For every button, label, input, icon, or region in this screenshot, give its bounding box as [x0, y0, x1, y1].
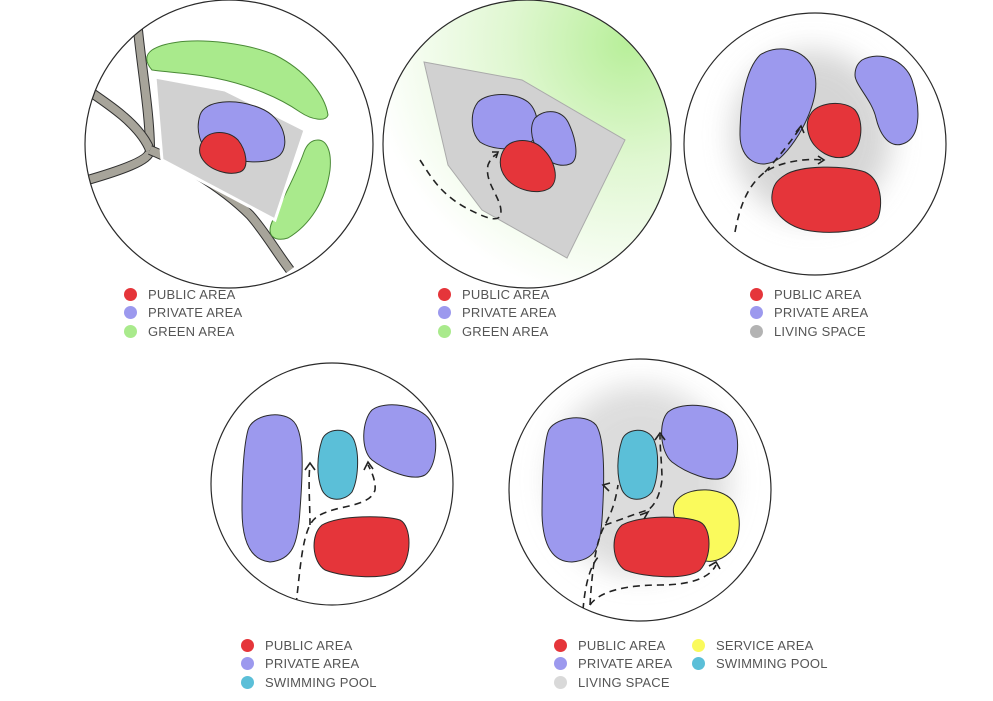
legend-label: LIVING SPACE: [578, 674, 670, 690]
legend-swatch: [241, 638, 254, 652]
legend-label: PUBLIC AREA: [462, 286, 550, 302]
legend-swatch: [438, 306, 451, 320]
circulation-path: [295, 464, 376, 605]
legend-swatch: [554, 675, 567, 689]
circulation-arrow: [363, 460, 374, 471]
legend-label: PUBLIC AREA: [265, 637, 353, 653]
legend-item: GREEN AREA: [438, 322, 556, 341]
circulation-arrow: [817, 155, 826, 165]
legend-swatch: [692, 638, 705, 652]
legend-swatch: [750, 287, 763, 301]
legend-label: PRIVATE AREA: [578, 656, 673, 672]
diagram-2-circulation: [382, 0, 672, 289]
legend-item: SERVICE AREA: [692, 636, 828, 655]
diagram-5-full-program: [508, 358, 772, 622]
circulation-arrow: [654, 431, 666, 441]
legend-label: LIVING SPACE: [774, 323, 866, 339]
legend-item: PUBLIC AREA: [241, 636, 377, 655]
legend-item: LIVING SPACE: [750, 322, 868, 341]
road-network: [85, 25, 295, 273]
public-area: [499, 140, 556, 193]
public-area-small: [806, 103, 862, 158]
circulation-arrow: [492, 151, 500, 159]
legend-swatch: [554, 638, 567, 652]
public-area: [613, 516, 710, 578]
public-area-large: [771, 166, 882, 233]
legend-diagram-5: PUBLIC AREA PRIVATE AREA LIVING SPACE: [554, 636, 672, 692]
swimming-pool: [617, 429, 659, 500]
legend-item: PRIVATE AREA: [241, 655, 377, 674]
private-area-left: [739, 48, 817, 165]
legend-swatch: [124, 287, 137, 301]
legend-item: SWIMMING POOL: [692, 655, 828, 674]
legend-swatch: [124, 324, 137, 338]
legend-swatch: [438, 324, 451, 338]
legend-swatch: [438, 287, 451, 301]
legend-swatch: [750, 324, 763, 338]
legend-item: PUBLIC AREA: [750, 285, 868, 304]
diagram-4-pool: [210, 362, 454, 606]
circulation-arrow: [304, 461, 316, 471]
legend-diagram-5-extra: SERVICE AREA SWIMMING POOL: [692, 636, 828, 673]
circulation-path: [589, 434, 717, 606]
legend-item: LIVING SPACE: [554, 673, 672, 692]
legend-item: GREEN AREA: [124, 322, 242, 341]
legend-swatch: [241, 657, 254, 671]
circulation-arrow: [601, 482, 611, 492]
legend-diagram-3: PUBLIC AREA PRIVATE AREA LIVING SPACE: [750, 285, 868, 341]
circulation-path: [582, 554, 601, 611]
legend-label: SWIMMING POOL: [716, 656, 828, 672]
diagram-3-zoning: [683, 12, 947, 276]
legend-label: PUBLIC AREA: [774, 286, 862, 302]
legend-item: PUBLIC AREA: [554, 636, 672, 655]
legend-diagram-4: PUBLIC AREA PRIVATE AREA SWIMMING POOL: [241, 636, 377, 692]
legend-label: PRIVATE AREA: [265, 656, 360, 672]
legend-diagram-1: PUBLIC AREA PRIVATE AREA GREEN AREA: [124, 285, 242, 341]
legend-item: PRIVATE AREA: [124, 304, 242, 323]
legend-item: PRIVATE AREA: [554, 655, 672, 674]
private-area-right: [661, 404, 739, 480]
legend-swatch: [124, 306, 137, 320]
legend-item: SWIMMING POOL: [241, 673, 377, 692]
legend-label: PUBLIC AREA: [148, 286, 236, 302]
circulation-path: [734, 127, 823, 233]
legend-item: PRIVATE AREA: [438, 304, 556, 323]
legend-item: PUBLIC AREA: [124, 285, 242, 304]
circulation-path: [419, 153, 502, 220]
legend-label: GREEN AREA: [462, 323, 549, 339]
legend-swatch: [750, 306, 763, 320]
legend-label: PRIVATE AREA: [148, 305, 243, 321]
legend-label: SWIMMING POOL: [265, 674, 377, 690]
public-area: [313, 516, 410, 578]
legend-label: PRIVATE AREA: [774, 305, 869, 321]
private-area-left: [541, 417, 605, 563]
circulation-arrow: [795, 124, 805, 134]
private-area-right: [363, 404, 437, 478]
public-area: [199, 132, 247, 174]
legend-label: PUBLIC AREA: [578, 637, 666, 653]
green-area-north: [146, 40, 329, 120]
legend-swatch: [692, 657, 705, 671]
swimming-pool: [317, 429, 359, 500]
legend-swatch: [241, 675, 254, 689]
private-area-right: [854, 55, 919, 146]
diagram-1-site-plan: [84, 0, 374, 289]
circulation-arrow: [708, 560, 721, 570]
legend-item: PRIVATE AREA: [750, 304, 868, 323]
legend-label: PRIVATE AREA: [462, 305, 557, 321]
legend-label: GREEN AREA: [148, 323, 235, 339]
legend-diagram-2: PUBLIC AREA PRIVATE AREA GREEN AREA: [438, 285, 556, 341]
private-area-left: [241, 414, 303, 563]
circulation-arrow: [639, 510, 650, 520]
green-area-east: [269, 139, 331, 240]
legend-label: SERVICE AREA: [716, 637, 814, 653]
legend-swatch: [554, 657, 567, 671]
legend-item: PUBLIC AREA: [438, 285, 556, 304]
